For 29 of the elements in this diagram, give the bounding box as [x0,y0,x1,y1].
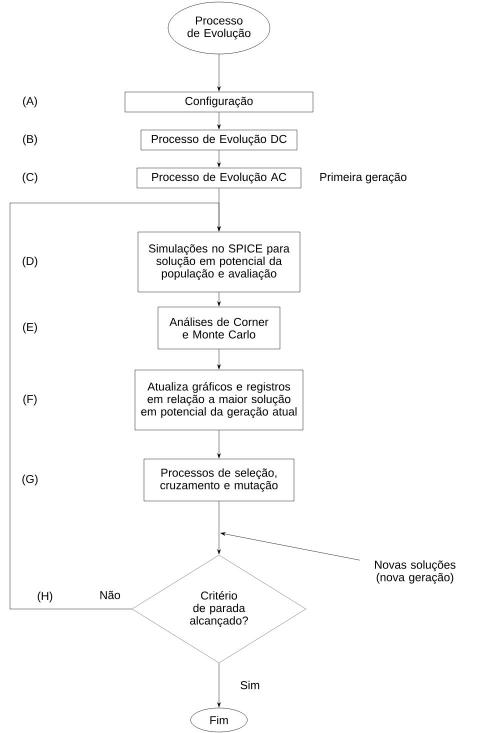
arrow [217,150,221,168]
arrow [217,54,221,92]
arrow [10,202,221,610]
step-letter: (D) [22,256,38,268]
arrow [217,112,221,130]
side-note: Primeira geração [320,172,406,184]
arrow [217,430,221,458]
step-letter: (C) [22,172,38,184]
step-letter: (E) [23,322,37,334]
process-box: Processo de Evolução AC [136,168,302,188]
edge-label: Sim [239,680,261,690]
note-text: Novas soluções (nova geração) [375,560,456,584]
step-letter: (F) [23,394,37,406]
process-box: Atualiza gráficos e registros em relação a maior solução em potencial da geração atual [134,370,304,430]
arrow [217,292,221,306]
step-letter: (B) [23,134,37,146]
process-box: Configuração [124,92,314,112]
process-box: Processos de seleção, cruzamento e mutação [144,458,294,502]
step-letter: (G) [22,474,38,486]
edge-label: Não [98,590,122,600]
step-letter: (A) [23,96,37,108]
step-letter: (H) [38,592,52,602]
process-box: Processo de Evolução DC [140,130,298,150]
process-box: Simulações no SPICE para solução em potencial da população e avaliação [138,232,300,292]
arrow [217,349,221,370]
arrow [217,663,221,708]
arrow [217,501,221,554]
arrow [220,532,360,560]
process-box: Análises de Corner e Monte Carlo [158,306,280,350]
